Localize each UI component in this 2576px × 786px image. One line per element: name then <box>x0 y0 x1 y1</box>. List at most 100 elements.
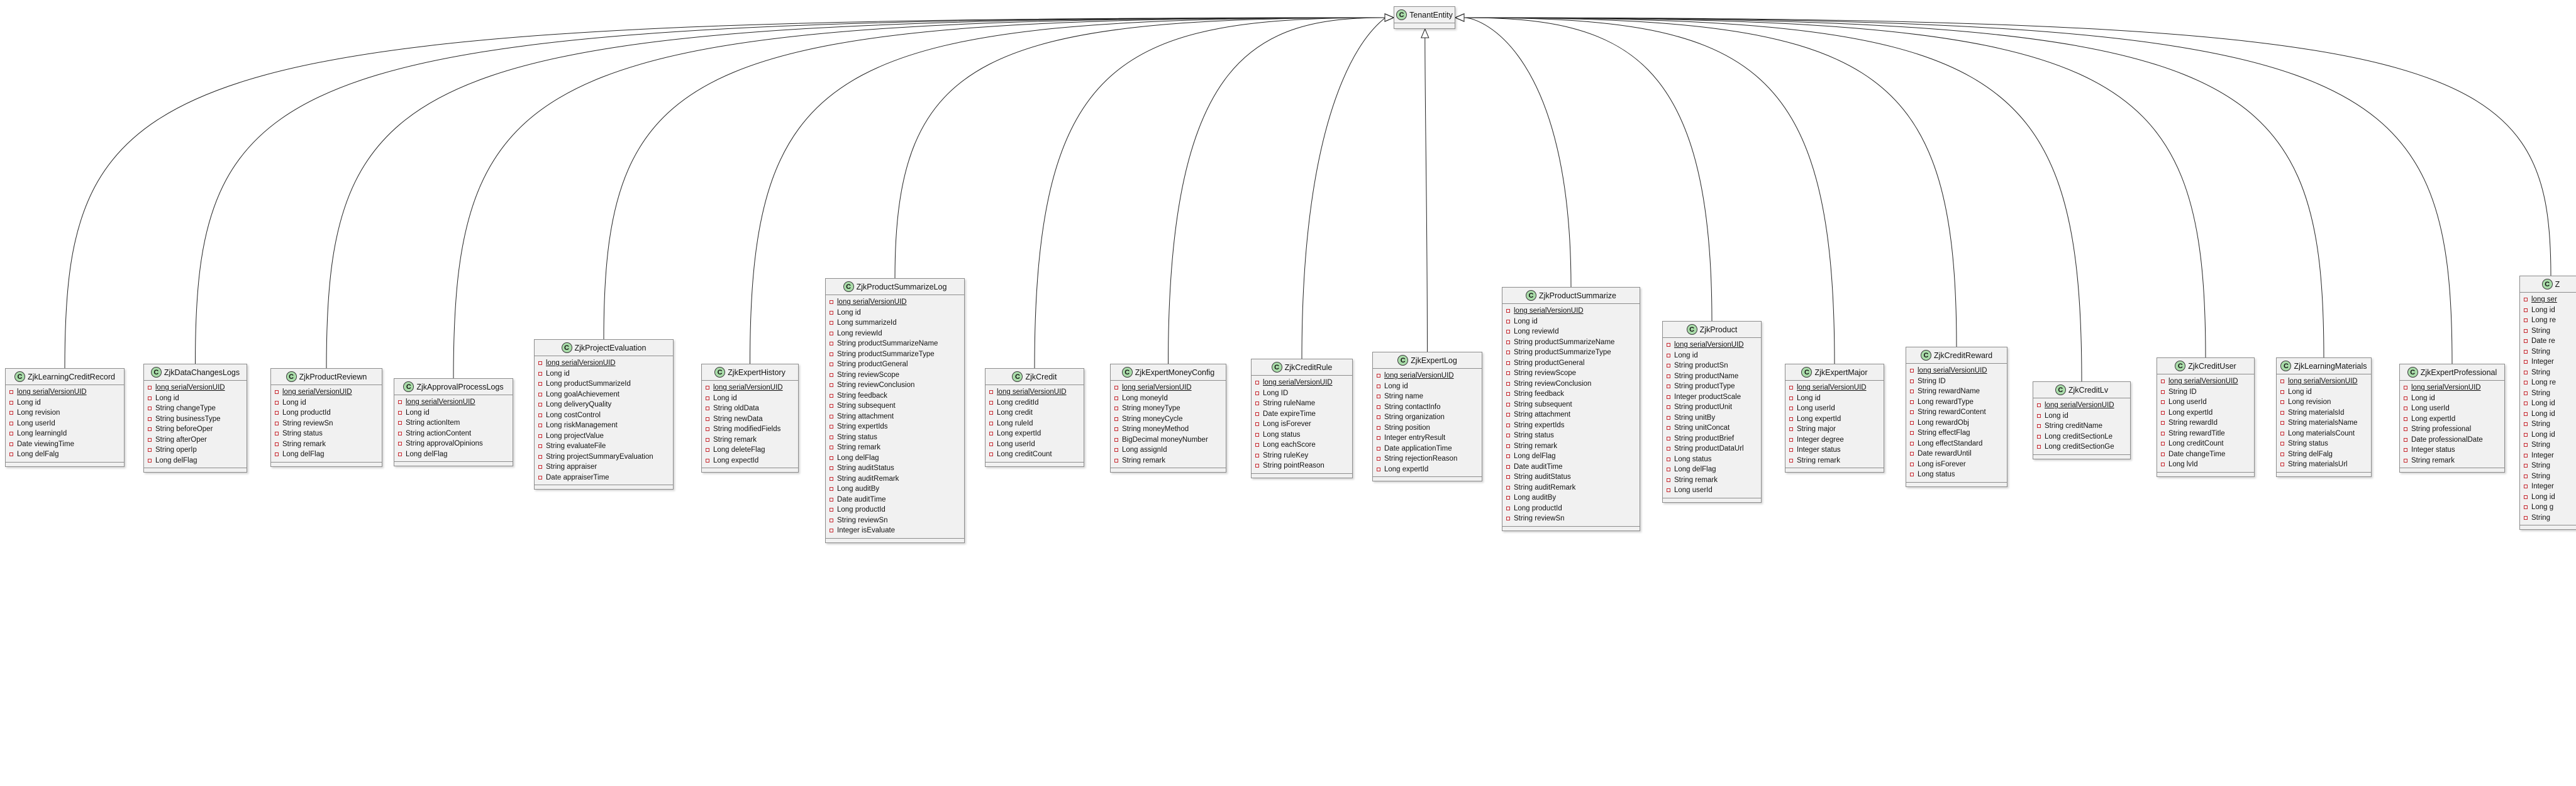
field-row: Long creditCount <box>985 449 1084 460</box>
class-tenant-entity[interactable]: C TenantEntity <box>1394 6 1455 29</box>
private-visibility-icon <box>2037 434 2041 439</box>
field-row: Long id <box>2400 393 2504 404</box>
field-text: String materialsId <box>2288 408 2345 417</box>
method-compartment <box>1252 474 1352 478</box>
field-row: long serialVersionUID <box>985 387 1084 398</box>
field-row: String <box>2520 388 2576 399</box>
field-text: String approvalOpinions <box>406 440 483 448</box>
field-row: String materialsUrl <box>2277 459 2371 470</box>
field-row: Long status <box>1663 454 1761 465</box>
field-text: String <box>2531 389 2551 397</box>
method-compartment <box>144 468 247 473</box>
method-compartment <box>1373 477 1482 481</box>
private-visibility-icon <box>2161 390 2165 394</box>
field-text: String effectFlag <box>1918 429 1970 437</box>
private-visibility-icon <box>830 529 833 533</box>
private-visibility-icon <box>830 435 833 439</box>
class-icon: C <box>1920 350 1931 361</box>
field-row: Date changeTime <box>2157 449 2254 460</box>
class-name: TenantEntity <box>1409 10 1453 20</box>
field-text: Long goalAchievement <box>546 390 619 398</box>
field-text: long serialVersionUID <box>406 398 475 407</box>
field-text: long serialVersionUID <box>1797 384 1867 392</box>
field-row: String projectSummaryEvaluation <box>535 452 673 463</box>
private-visibility-icon <box>2524 308 2528 312</box>
field-row: Long revision <box>2277 397 2371 408</box>
private-visibility-icon <box>1789 386 1793 390</box>
field-text: String <box>2531 472 2551 480</box>
private-visibility-icon <box>1114 427 1118 432</box>
field-text: Long creditSectionLe <box>2045 432 2113 441</box>
field-text: String productSummarizeType <box>1514 349 1611 357</box>
field-row: Long riskManagement <box>535 420 673 431</box>
private-visibility-icon <box>2037 403 2041 408</box>
field-text: String expertIds <box>837 423 888 431</box>
field-text: String actionContent <box>406 429 472 437</box>
field-text: Long productId <box>837 506 886 514</box>
private-visibility-icon <box>1255 432 1259 437</box>
private-visibility-icon <box>9 432 13 436</box>
field-text: String reviewSn <box>1514 515 1565 523</box>
private-visibility-icon <box>2280 442 2284 446</box>
field-row: Long expertId <box>1785 414 1884 425</box>
class-name: ZjkCreditRule <box>1284 362 1333 372</box>
field-text: Date rewardUntil <box>1918 450 1972 458</box>
inheritance-edge <box>1424 37 1428 352</box>
private-visibility-icon <box>1506 309 1510 313</box>
field-text: String ruleKey <box>1263 451 1309 459</box>
field-row: String businessType <box>144 414 247 425</box>
private-visibility-icon <box>275 411 279 415</box>
field-row: String <box>2520 347 2576 357</box>
private-visibility-icon <box>1506 413 1510 417</box>
private-visibility-icon <box>2280 390 2284 394</box>
private-visibility-icon <box>1506 381 1510 386</box>
private-visibility-icon <box>1667 374 1670 378</box>
private-visibility-icon <box>2161 431 2165 435</box>
private-visibility-icon <box>1506 444 1510 448</box>
field-text: Long userId <box>1797 405 1835 413</box>
private-visibility-icon <box>1114 437 1118 442</box>
field-row: Long deliveryQuality <box>535 400 673 410</box>
class-icon: C <box>1801 367 1813 378</box>
field-text: String auditRemark <box>1514 483 1576 491</box>
field-row: Integer degree <box>1785 435 1884 446</box>
field-row: String subsequent <box>826 401 964 412</box>
field-text: String feedback <box>837 391 887 400</box>
private-visibility-icon <box>9 452 13 457</box>
private-visibility-icon <box>706 427 709 432</box>
field-text: Long costControl <box>546 411 601 419</box>
private-visibility-icon <box>1377 457 1380 461</box>
class-name: Z <box>2555 279 2560 289</box>
field-row: BigDecimal moneyNumber <box>1111 435 1226 446</box>
field-text: String materialsName <box>2288 419 2358 427</box>
field-text: Long deliveryQuality <box>546 401 612 409</box>
field-text: Date applicationTime <box>1384 444 1452 452</box>
field-text: String moneyMethod <box>1122 425 1189 434</box>
class-name: ZjkLearningCreditRecord <box>28 372 115 381</box>
field-row: Long moneyId <box>1111 393 1226 404</box>
private-visibility-icon <box>148 448 152 452</box>
field-row: Date expireTime <box>1252 409 1352 420</box>
field-row: Integer entryResult <box>1373 433 1482 444</box>
